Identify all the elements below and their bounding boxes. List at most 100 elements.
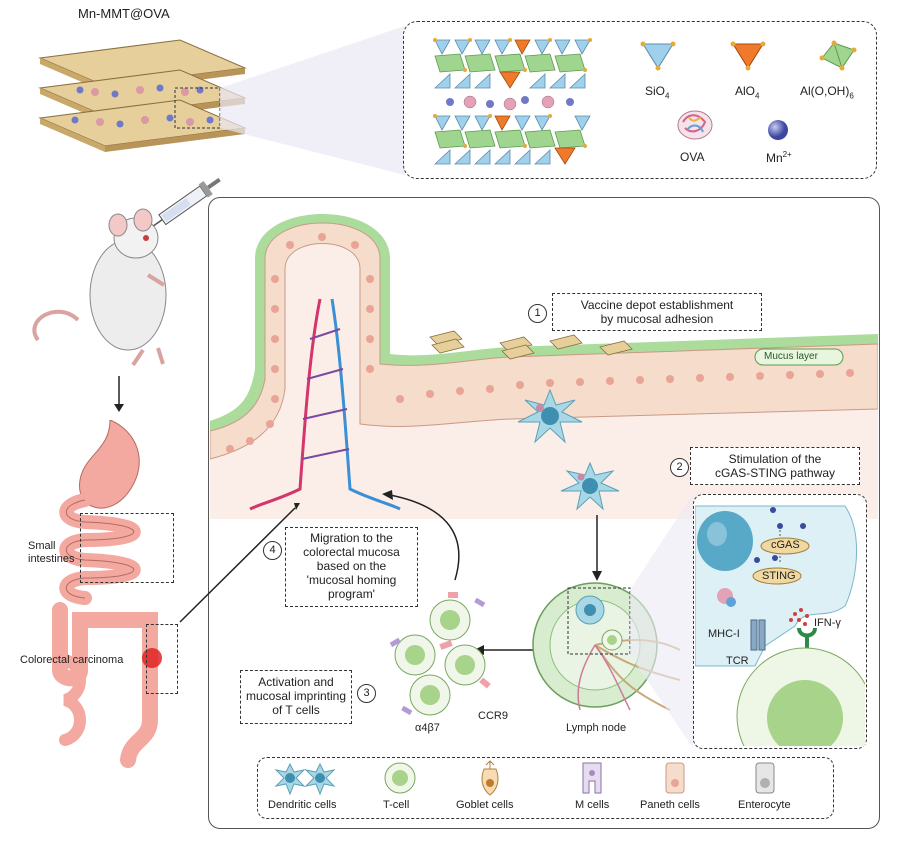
ifn-dots [789,608,809,626]
step-4-label: Migration to the colorectal mucosa based… [285,527,418,607]
syringe-icon [148,177,221,230]
arrow-to-lymph [592,515,602,581]
ifn-label: IFN-γ [814,617,841,629]
tcr-label: TCR [726,655,749,667]
step-2-label: Stimulation of the cGAS-STING pathway [690,447,860,485]
goblet-cell-icon [481,760,499,796]
down-arrow [114,376,124,412]
vessel-blue [330,298,401,511]
alo4-sub: 4 [755,91,760,101]
enterocyte-icon [755,762,775,794]
lattice-bottom-sio4-2 [433,149,551,165]
mn-text: Mn [766,151,783,165]
aloh-sub: 6 [849,91,854,101]
arrow-villus-to-colorectal [179,507,296,623]
colorectal-label: Colorectal carcinoma [20,654,124,666]
mhc-receptor [750,619,758,651]
mn-sup: 2+ [782,150,792,159]
step-4-line-1: Migration to the [310,531,393,545]
lattice-bottom-sio4-1 [433,73,586,89]
small-intestines-label: Small intestines [28,540,75,565]
paneth-cell-icon [665,762,685,794]
cgas-shape [760,537,810,555]
step-4-line-4: 'mucosal homing [306,573,397,587]
intestine-illustration [52,420,162,768]
tcell-4 [409,674,451,716]
lattice-top-sio4 [434,39,591,55]
lattice-interlayer-ova [463,95,555,111]
m-cells-label: M cells [575,799,610,811]
step-4-line-3: based on the [316,559,387,573]
tcell-cluster [389,592,491,716]
material-title: Mn-MMT@OVA [78,6,170,21]
sio4-label: SiO4 [645,84,669,100]
lattice-alo4-b [499,71,521,89]
step-3-line-3: of T cells [272,703,320,717]
mucus-layer-label: Mucus layer [764,351,818,362]
lattice-interlayer-mn [446,96,574,108]
clay-sheets-illustration [38,39,247,152]
colorectal-box [146,624,178,694]
step-3-line-2: mucosal imprinting [245,689,347,703]
dendritic-cell-2 [560,461,620,511]
ova-label: OVA [680,150,705,164]
mn-ion-icon [768,120,788,140]
step-3-number: 3 [357,684,376,703]
small-intestine-box [80,513,174,583]
ccr9-label: CCR9 [478,710,508,722]
mucosa-illustration [210,214,878,519]
dendritic-cell-1 [517,388,583,444]
sio4-text: SiO [645,84,666,98]
clay-flakes [429,330,633,360]
sio4-icon [640,41,676,71]
sio4-sub: 4 [665,91,670,101]
lymph-node-label: Lymph node [566,722,627,734]
interlayer-ova [91,86,194,126]
lattice-octa-top [434,53,586,73]
step-2-line-1: Stimulation of the [728,452,822,466]
step-3-label: Activation and mucosal imprinting of T c… [240,670,352,724]
lattice-alo4-a [514,39,531,55]
mn-label: Mn2+ [766,150,792,165]
cgas-sting-illustration [695,505,865,746]
mouse-illustration [32,208,167,367]
cell-legend-panel [257,757,834,819]
aloh-octahedron-icon [819,40,857,71]
crystal-lattice [433,38,592,165]
step-4-line-2: colorectal mucosa [303,545,400,559]
mhc-label: MHC-I [708,628,740,640]
tcell-3 [444,644,486,686]
tcell-icon [384,762,416,794]
alo4-text: AlO [735,84,756,98]
epithelium-band [210,222,878,460]
epithelium-nuclei [226,233,854,453]
lattice-alo4-c [494,115,511,131]
sting-label: STING [762,570,796,582]
goblet-cells-label: Goblet cells [456,799,514,811]
step-1-line-2: by mucosal adhesion [600,312,714,326]
lattice-oxygen [433,38,592,148]
step-2-line-2: cGAS-STING pathway [714,466,836,480]
alo4-icon [730,41,766,71]
step-3-line-1: Activation and [258,675,334,689]
arrow-tcells-to-villus [389,494,460,581]
tcell-label: T-cell [383,799,410,811]
alo4-label: AlO4 [735,84,759,100]
paneth-cells-label: Paneth cells [640,799,700,811]
aloh-label: Al(O,OH)6 [800,84,854,100]
sting-shape [752,567,802,585]
step-1-number: 1 [528,304,547,323]
enterocyte-label: Enterocyte [738,799,791,811]
tcell-1 [429,599,471,641]
m-cell-icon [582,762,602,794]
dendritic-cells-label: Dendritic cells [268,799,337,811]
step-1-label: Vaccine depot establishment by mucosal a… [552,293,762,331]
dendritic-cells-icon [274,762,336,796]
lattice-alo4-d [554,147,576,165]
step-1-line-1: Vaccine depot establishment [580,298,734,312]
ova-protein-icon [677,110,713,140]
step-2-number: 2 [670,458,689,477]
tumor-spot [142,648,162,668]
receptors-a4b7 [389,597,486,716]
